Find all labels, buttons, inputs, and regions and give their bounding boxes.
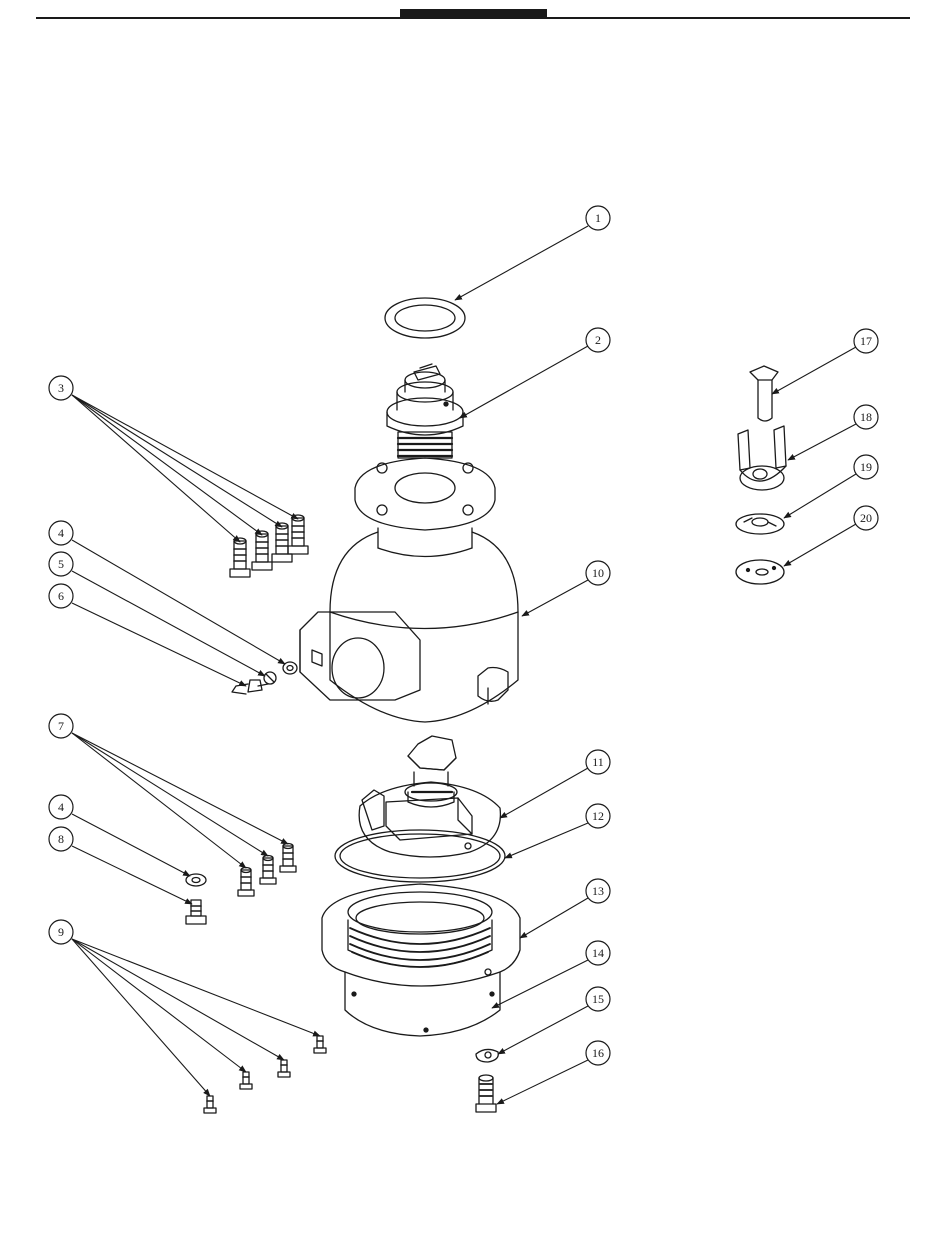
part-13-bowl-housing (322, 884, 520, 1036)
callout-7: 7 (49, 714, 73, 738)
callout-label: 1 (595, 211, 601, 225)
leader-lines (72, 226, 856, 1104)
part-11-base-plate (359, 736, 500, 857)
part-19-plate (736, 514, 784, 534)
callout-1: 1 (586, 206, 610, 230)
callout-17: 17 (854, 329, 878, 353)
callout-label: 14 (592, 946, 604, 960)
callout-balloons: 1 2 3 4 5 6 7 4 8 9 10 11 12 13 14 15 16… (49, 206, 878, 1065)
callout-3: 3 (49, 376, 73, 400)
callout-label: 18 (860, 410, 872, 424)
part-1-gasket (385, 298, 465, 338)
callout-label: 7 (58, 719, 64, 733)
part-10-main-housing (300, 458, 518, 722)
part-18-bracket (738, 426, 786, 490)
callout-8: 8 (49, 827, 73, 851)
callout-label: 4 (58, 800, 64, 814)
callout-9: 9 (49, 920, 73, 944)
callout-12: 12 (586, 804, 610, 828)
part-16-drain-bolt (476, 1075, 496, 1112)
callout-label: 2 (595, 333, 601, 347)
callout-label: 4 (58, 526, 64, 540)
part-3-bolts (230, 515, 308, 577)
header-tab (400, 9, 547, 19)
callout-label: 10 (592, 566, 604, 580)
callout-4-upper: 4 (49, 521, 73, 545)
part-9-screws (204, 1036, 326, 1113)
callout-16: 16 (586, 1041, 610, 1065)
callout-6: 6 (49, 584, 73, 608)
callout-13: 13 (586, 879, 610, 903)
callout-15: 15 (586, 987, 610, 1011)
callout-label: 3 (58, 381, 64, 395)
callout-2: 2 (586, 328, 610, 352)
callout-label: 6 (58, 589, 64, 603)
callout-label: 5 (58, 557, 64, 571)
callout-label: 8 (58, 832, 64, 846)
callout-11: 11 (586, 750, 610, 774)
part-5-lock-washer (264, 672, 276, 684)
callout-19: 19 (854, 455, 878, 479)
part-8-screw (186, 900, 206, 924)
callout-label: 16 (592, 1046, 604, 1060)
callout-label: 19 (860, 460, 872, 474)
callout-10: 10 (586, 561, 610, 585)
callout-label: 20 (860, 511, 872, 525)
callout-14: 14 (586, 941, 610, 965)
callout-label: 17 (860, 334, 872, 348)
part-20-disc (736, 560, 784, 584)
callout-label: 11 (592, 755, 604, 769)
callout-4-lower: 4 (49, 795, 73, 819)
callout-label: 13 (592, 884, 604, 898)
part-15-washer (476, 1049, 498, 1062)
part-2-breather-assembly (387, 364, 463, 458)
callout-label: 9 (58, 925, 64, 939)
part-7-bolts (238, 844, 296, 897)
callout-label: 12 (592, 809, 604, 823)
callout-20: 20 (854, 506, 878, 530)
callout-5: 5 (49, 552, 73, 576)
callout-18: 18 (854, 405, 878, 429)
callout-label: 15 (592, 992, 604, 1006)
